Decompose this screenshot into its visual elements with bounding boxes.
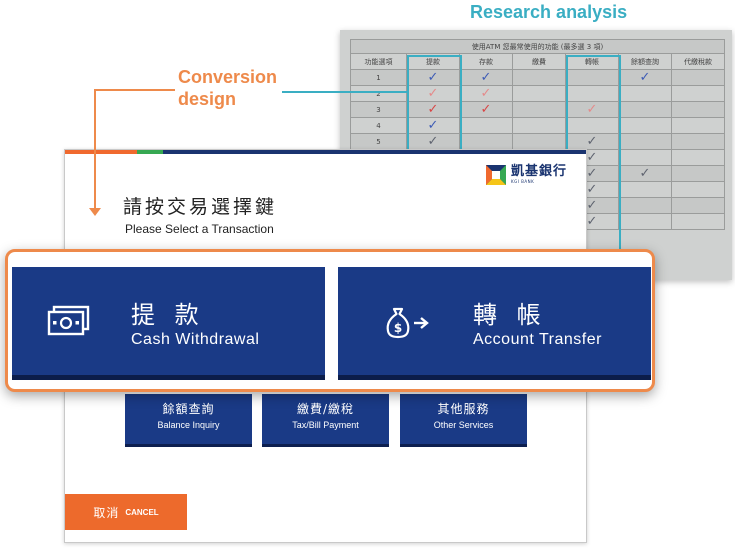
check-mark-icon: ✓ (586, 165, 598, 181)
cash-withdrawal-button[interactable]: 提 款 Cash Withdrawal (12, 267, 325, 375)
survey-table: 使用ATM 您最常使用的功能 (最多選 3 項) 功能選項 提款 存款 繳費 轉… (350, 39, 725, 230)
check-mark-icon: ✓ (480, 85, 492, 101)
cancel-button[interactable]: 取消 CANCEL (65, 494, 187, 530)
check-mark-icon: ✓ (586, 149, 598, 165)
button-label-cn: 轉 帳 (473, 301, 547, 329)
cash-icon (47, 305, 90, 336)
check-mark-icon: ✓ (427, 85, 439, 101)
conversion-arrow-line (94, 89, 175, 210)
button-label-en: Tax/Bill Payment (292, 420, 359, 430)
arrow-down-icon (89, 208, 101, 216)
balance-inquiry-button[interactable]: 餘額查詢 Balance Inquiry (125, 394, 252, 444)
button-label-en: Account Transfer (473, 331, 602, 348)
bill-payment-button[interactable]: 繳費/繳稅 Tax/Bill Payment (262, 394, 389, 444)
button-label-en: Other Services (433, 420, 494, 430)
check-mark-icon: ✓ (639, 69, 651, 85)
kgi-logo-icon (486, 165, 506, 185)
survey-row-label: 1 (350, 69, 407, 86)
check-mark-icon: ✓ (480, 69, 492, 85)
conversion-highlight-frame: 提 款 Cash Withdrawal $ 轉 帳 Account Transf… (5, 249, 655, 392)
survey-row-label: 3 (350, 101, 407, 118)
button-label-cn: 提 款 (131, 301, 205, 329)
check-mark-icon: ✓ (586, 213, 598, 229)
atm-top-bar (65, 150, 586, 154)
button-label-cn: 餘額查詢 (162, 402, 215, 416)
button-label-en: Cash Withdrawal (131, 331, 260, 348)
check-mark-icon: ✓ (586, 133, 598, 149)
survey-title: 使用ATM 您最常使用的功能 (最多選 3 項) (350, 39, 725, 54)
check-mark-icon: ✓ (586, 181, 598, 197)
button-label-en: Balance Inquiry (157, 420, 220, 430)
button-label-cn: 繳費/繳稅 (296, 402, 355, 416)
logo-english-name: KGI BANK (511, 179, 535, 184)
cancel-label-cn: 取消 (93, 505, 120, 520)
check-mark-icon: ✓ (427, 69, 439, 85)
conversion-label-line2: design (178, 89, 237, 109)
other-services-button[interactable]: 其他服務 Other Services (400, 394, 527, 444)
button-label-cn: 其他服務 (437, 402, 490, 416)
bank-logo: 凱基銀行 KGI BANK (486, 162, 567, 188)
logo-chinese-name: 凱基銀行 (511, 164, 568, 179)
conversion-design-label: Conversion design (178, 66, 277, 110)
prompt-title-cn: 請按交易選擇鍵 (123, 196, 278, 218)
survey-sheet: 使用ATM 您最常使用的功能 (最多選 3 項) 功能選項 提款 存款 繳費 轉… (340, 30, 732, 280)
check-mark-icon: ✓ (427, 117, 439, 133)
prompt-title-en: Please Select a Transaction (125, 222, 274, 236)
account-transfer-button[interactable]: $ 轉 帳 Account Transfer (338, 267, 651, 375)
check-mark-icon: ✓ (427, 101, 439, 117)
cancel-label-en: CANCEL (125, 507, 159, 517)
check-mark-icon: ✓ (427, 133, 439, 149)
money-bag-transfer-icon: $ (386, 307, 429, 339)
check-mark-icon: ✓ (480, 101, 492, 117)
research-analysis-label: Research analysis (470, 2, 628, 22)
check-mark-icon: ✓ (639, 165, 651, 181)
check-mark-icon: ✓ (586, 197, 598, 213)
check-mark-icon: ✓ (586, 101, 598, 117)
svg-text:$: $ (394, 321, 402, 335)
conversion-label-line1: Conversion (178, 67, 278, 87)
